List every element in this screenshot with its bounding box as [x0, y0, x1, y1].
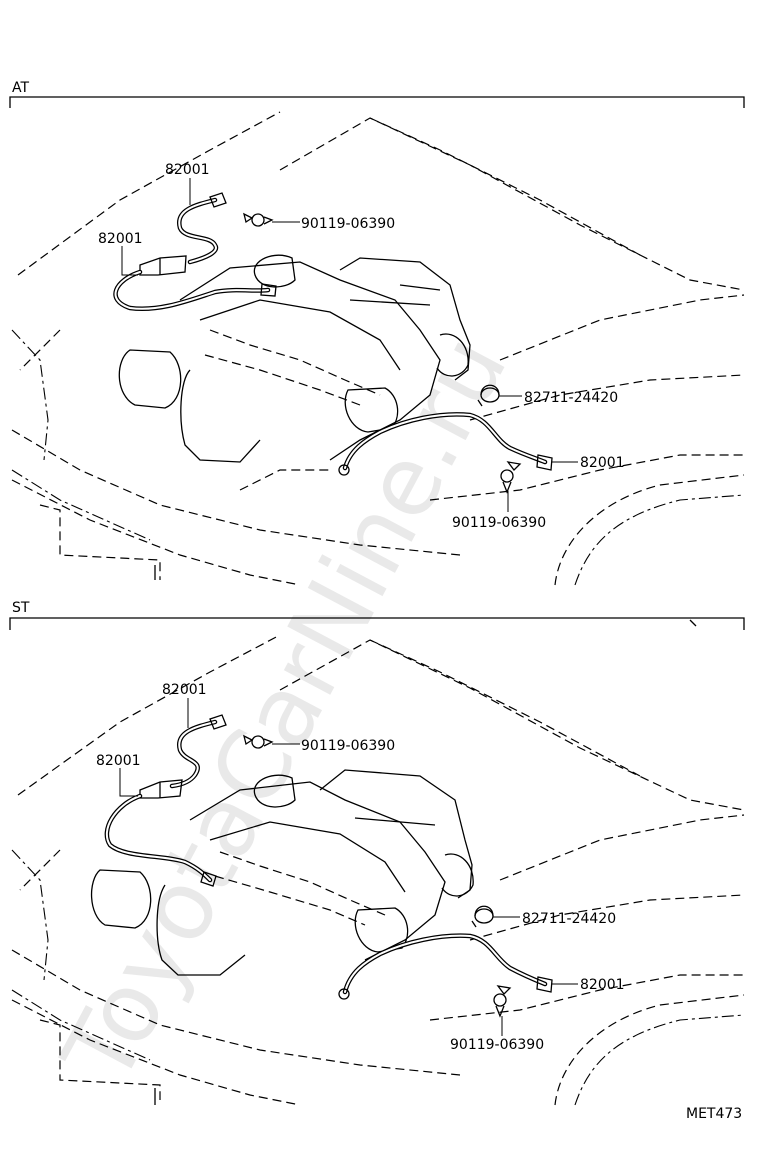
section-st: ST [9, 600, 745, 1106]
part-number-label: 82001 [98, 231, 143, 247]
watermark: ToyotaCarNine.ru [41, 317, 529, 1101]
bolt-icon [243, 734, 274, 749]
battery-cable-lower-st [104, 793, 217, 887]
part-number-label: 90119-06390 [301, 216, 395, 232]
section-title-at: AT [12, 80, 29, 96]
engine-bay-illustration-at [11, 111, 745, 586]
cable-clamp-icon [477, 384, 500, 407]
section-title-st: ST [12, 600, 30, 616]
cable-clamp-icon [471, 905, 494, 928]
part-number-label: 82001 [580, 455, 625, 471]
part-number-label: 90119-06390 [301, 738, 395, 754]
bolt-icon [493, 985, 512, 1018]
section-frame-at [9, 96, 745, 108]
section-at: AT [9, 80, 745, 586]
bolt-icon [500, 461, 522, 494]
engine-bay-illustration-st [11, 619, 745, 1106]
part-number-label: 90119-06390 [452, 515, 546, 531]
part-number-label: 82001 [96, 753, 141, 769]
part-number-label: 82711-24420 [522, 911, 616, 927]
part-number-label: 82001 [162, 682, 207, 698]
part-number-label: 82001 [580, 977, 625, 993]
battery-cable-upper-st [139, 714, 227, 799]
diagram-code: MET473 [686, 1106, 742, 1122]
battery-cable-upper-at [139, 192, 227, 276]
ground-cable-at [338, 412, 553, 476]
section-frame-st [9, 617, 745, 630]
bolt-icon [243, 212, 274, 227]
part-number-label: 82711-24420 [524, 390, 618, 406]
part-number-label: 90119-06390 [450, 1037, 544, 1053]
ground-cable-st [338, 933, 553, 1000]
battery-cable-lower-at [113, 269, 277, 311]
part-number-label: 82001 [165, 162, 210, 178]
